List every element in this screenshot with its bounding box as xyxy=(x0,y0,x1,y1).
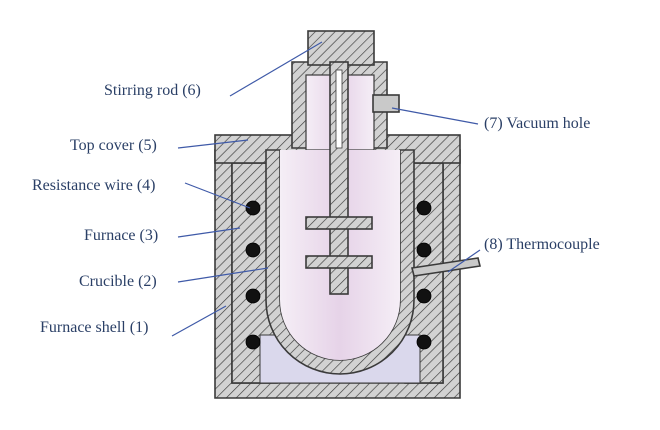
stirring-rod-shaft xyxy=(329,61,349,295)
stirring-rod-bore xyxy=(335,69,343,149)
label-stirring-rod: Stirring rod (6) xyxy=(104,82,201,99)
leader-top-cover xyxy=(177,139,249,149)
resistance-wire-coils xyxy=(245,200,432,350)
label-top-cover: Top cover (5) xyxy=(70,137,157,154)
vacuum-hole-tube xyxy=(372,94,400,113)
wire-coil xyxy=(416,242,432,258)
wire-coil xyxy=(416,334,432,350)
wire-coil xyxy=(245,242,261,258)
wire-coil xyxy=(245,334,261,350)
wire-coil xyxy=(245,288,261,304)
wire-coil xyxy=(416,288,432,304)
leader-furnace xyxy=(177,227,241,238)
leader-furnace-shell xyxy=(171,305,227,337)
leader-resistance-wire xyxy=(184,182,251,209)
wire-coil xyxy=(416,200,432,216)
leader-thermocouple xyxy=(447,249,481,273)
stirring-blade-upper xyxy=(305,216,373,230)
leader-crucible xyxy=(177,267,269,283)
label-thermocouple: (8) Thermocouple xyxy=(484,236,600,253)
label-furnace-shell: Furnace shell (1) xyxy=(40,319,148,336)
thermocouple-probe xyxy=(411,257,481,277)
stirring-blade-lower xyxy=(305,255,373,269)
label-vacuum-hole: (7) Vacuum hole xyxy=(484,115,590,132)
leader-stirring-rod xyxy=(229,41,323,97)
leader-vacuum-hole xyxy=(391,107,479,125)
wire-coil xyxy=(245,200,261,216)
label-resistance-wire: Resistance wire (4) xyxy=(32,177,156,194)
stirring-rod-head xyxy=(307,30,375,66)
label-furnace: Furnace (3) xyxy=(84,227,158,244)
label-crucible: Crucible (2) xyxy=(79,273,157,290)
